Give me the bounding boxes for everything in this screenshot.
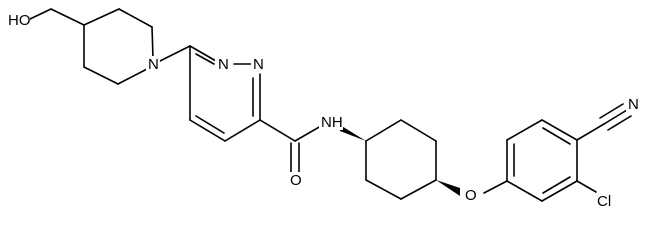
bond-pip-c4-c3 (83, 8, 120, 26)
pyridazine-n1-label: N (218, 56, 229, 73)
bond-ar-cl (576, 180, 597, 193)
hydroxyl-label: HO (8, 12, 31, 29)
bond-pip-n-c6 (117, 68, 148, 85)
bond-ar-cn (576, 123, 605, 141)
amide-nh-label: NH (321, 114, 343, 131)
bond-pipn-pyridazine (159, 45, 191, 62)
bond-ho-ch2 (29, 8, 52, 20)
atom-labels: HO N N N NH O O Cl (6, 12, 642, 210)
pyridazine-n2-label: N (253, 56, 264, 73)
bond-pyr-c4-c5 (189, 119, 226, 142)
atom-chlorine: Cl (595, 193, 615, 210)
bond-ar-c2-c3 (506, 119, 543, 141)
wedge-nh-cyclohexyl (340, 125, 366, 141)
bond-ar-c5-c6 (541, 180, 578, 202)
bond-pyr-c4-c5-inner (195, 115, 225, 134)
bond-cn-triple-a (603, 109, 628, 125)
bonds (29, 8, 632, 202)
bond-ch2-c4 (50, 8, 85, 26)
bond-ar-c3-c4 (541, 119, 578, 141)
bond-cn-triple-c (607, 115, 632, 131)
piperidine-n-label: N (148, 56, 159, 73)
bond-ar-c5-c6-inner (542, 176, 571, 194)
atom-nitrile-n: N (626, 96, 642, 113)
wedge-cyclohexyl-o (436, 180, 460, 196)
bond-pip-c2-n (151, 26, 154, 59)
atom-carbonyl-o: O (288, 172, 304, 189)
bond-cy-c1-c2 (365, 119, 402, 142)
bond-cy-c2-c3 (400, 119, 437, 142)
atom-pyridazine-n2: N (251, 56, 267, 73)
bond-o-aryl (483, 180, 508, 194)
atom-piperidine-n: N (146, 56, 160, 73)
bond-carbonyl-nh (294, 125, 322, 142)
bond-c3-carbonyl (259, 119, 296, 142)
ether-o-label: O (465, 187, 477, 204)
atom-pyridazine-n1: N (215, 56, 231, 73)
chlorine-label: Cl (597, 193, 611, 210)
bond-pyr-c6-n1 (189, 45, 217, 62)
bond-ar-c3-c4-inner (542, 127, 571, 145)
bond-cy-c5-c6 (365, 179, 402, 200)
bond-pip-c6-c5 (83, 66, 119, 85)
bond-ar-c6-c1 (506, 180, 543, 202)
nitrile-n-label: N (628, 96, 639, 113)
bond-pyr-c3-c4 (224, 119, 261, 142)
wedge-bonds (340, 125, 460, 196)
bond-pyr-c6-n1-inner (195, 53, 215, 65)
bond-pip-c3-c2 (118, 8, 153, 28)
atom-ether-o: O (463, 187, 479, 204)
bond-cn-triple-b (599, 103, 624, 119)
chemical-structure-diagram: HO N N N NH O O Cl (6, 8, 642, 210)
atom-amide-nh: NH (319, 114, 343, 131)
bond-cy-c4-c5 (400, 179, 437, 200)
carbonyl-o-label: O (290, 172, 302, 189)
atom-hydroxyl: HO (6, 12, 31, 29)
